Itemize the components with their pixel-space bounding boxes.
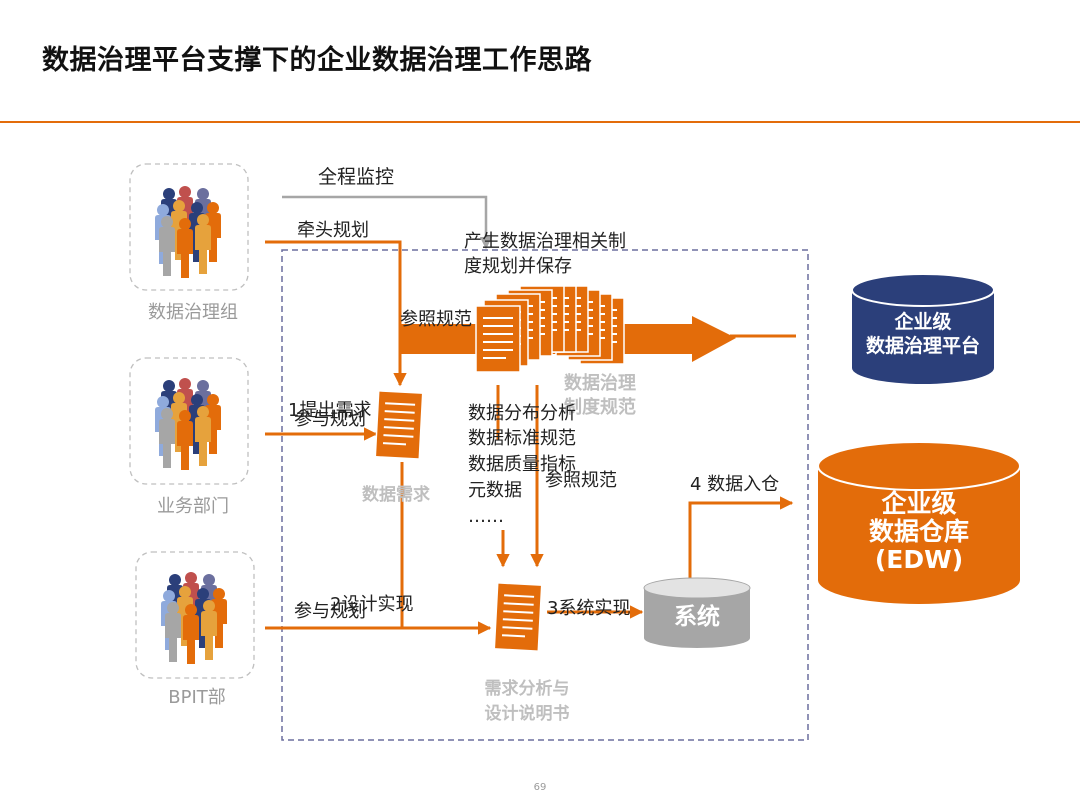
monitor-label: 全程监控: [318, 166, 394, 188]
edw-cylinder: 企业级 数据仓库 (EDW): [817, 441, 1021, 604]
refer-spec-label: 参照规范: [400, 309, 472, 330]
content-item: 元数据: [468, 480, 522, 501]
design-doc: [493, 581, 543, 653]
design-doc-label: 设计说明书: [485, 703, 570, 724]
governance-specs-label: 制度规范: [564, 396, 636, 418]
data-req-label: 数据需求: [362, 484, 430, 505]
platform-label: 企业级: [893, 310, 951, 333]
governance-specs-label: 数据治理: [564, 372, 636, 394]
page-number: 69: [533, 782, 547, 793]
system-label: 系统: [674, 603, 720, 630]
sys-impl-label: 3系统实现: [547, 598, 630, 619]
actor-bpit-dept: BPIT部: [135, 551, 255, 708]
edw-label: 企业级: [881, 489, 956, 518]
actor-label: 数据治理组: [148, 302, 238, 323]
actor-label: 业务部门: [157, 496, 229, 517]
produce-label: 产生数据治理相关制: [464, 231, 626, 252]
edw-label: (EDW): [875, 545, 963, 574]
design-impl-label: 2设计实现: [330, 594, 413, 615]
join-plan-label: 参与规划: [294, 601, 366, 622]
title-divider: [0, 121, 1080, 123]
raise-req-label: 1提出需求: [288, 400, 371, 421]
governance-specs-docs: [475, 285, 625, 373]
content-item: 数据分布分析: [468, 403, 576, 424]
content-item: ……: [468, 506, 504, 527]
governance-platform-cylinder: 企业级 数据治理平台: [851, 273, 995, 384]
platform-label: 数据治理平台: [866, 334, 980, 357]
monitor-line: [282, 195, 493, 250]
system-cylinder: 系统: [643, 577, 751, 648]
content-item: 数据标准规范: [468, 428, 576, 449]
content-item: 数据质量指标: [468, 454, 576, 475]
actor-governance-group: 数据治理组: [129, 163, 249, 323]
into-dw-label: 4 数据入仓: [690, 474, 779, 495]
actor-business-dept: 业务部门: [129, 357, 249, 517]
edw-label: 数据仓库: [869, 517, 969, 546]
platform-boundary: [281, 249, 809, 741]
produce-label: 度规划并保存: [464, 256, 572, 277]
page-title: 数据治理平台支撑下的企业数据治理工作思路: [42, 45, 592, 76]
design-doc-label: 需求分析与: [485, 678, 570, 699]
actor-label: BPIT部: [168, 687, 226, 708]
data-req-doc: [374, 389, 424, 461]
join-plan-label: 参与规划: [294, 409, 366, 430]
refer-spec-label: 参照规范: [545, 470, 617, 491]
lead-plan-label: 牵头规划: [297, 220, 369, 241]
